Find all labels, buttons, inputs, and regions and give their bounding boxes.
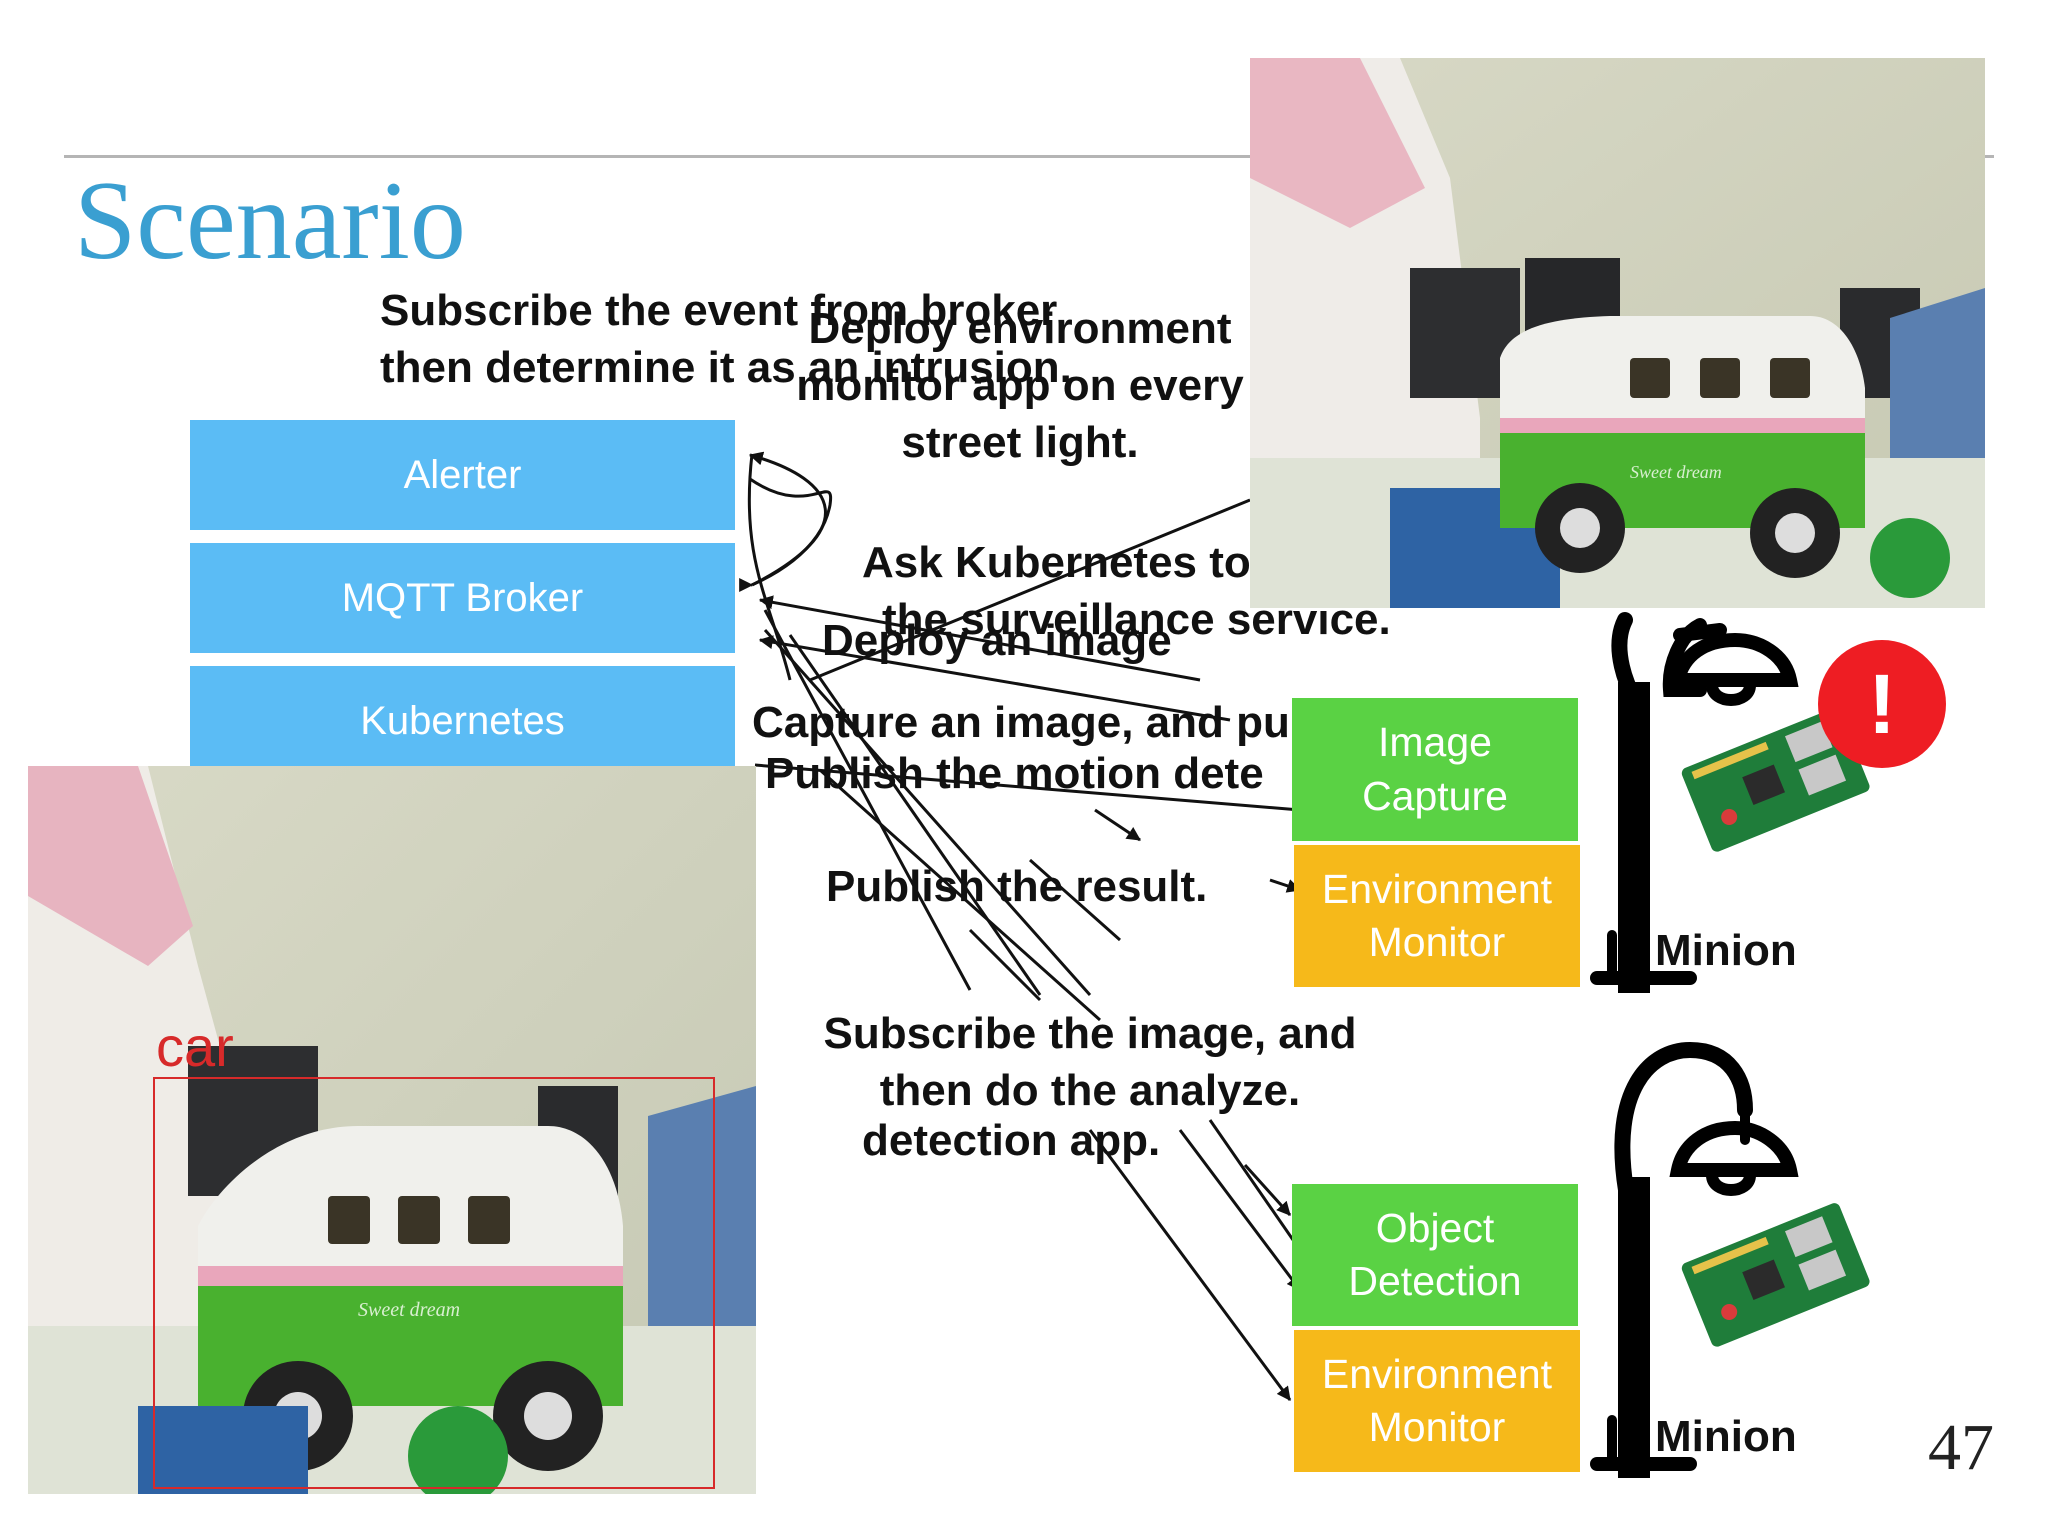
alert-icon: !: [1818, 640, 1946, 768]
arrow-to-object-1: [1178, 1129, 1302, 1291]
note-deploy-env-line1: Deploy environment: [808, 304, 1232, 353]
camera-photo-bottom: car Sweet dream: [28, 766, 756, 1494]
photo-top-van-text: Sweet dream: [1630, 462, 1722, 482]
photo-bottom-van-text: Sweet dream: [358, 1299, 460, 1321]
arrow-to-alerter: [748, 451, 827, 587]
note-deploy-env: Deploy environment monitor app on every …: [770, 300, 1270, 472]
note-subscribe-image-line1: Subscribe the image, and: [823, 1009, 1357, 1058]
camera-photo-top: Sweet dream: [1250, 58, 1985, 608]
page-title: Scenario: [74, 159, 466, 283]
note-subscribe-image: Subscribe the image, and then do the ana…: [780, 1005, 1400, 1119]
note-detection-app: detection app.: [862, 1116, 1161, 1165]
arrow-broker-down: [819, 768, 1101, 1022]
minion-top-label: Minion: [1655, 926, 1797, 975]
alerter-label: Alerter: [403, 452, 522, 497]
page-number: 47: [1928, 1411, 1994, 1484]
raspberry-pi-bottom-icon: [1681, 1203, 1870, 1347]
arrow-k8s-down-3: [788, 634, 1042, 996]
detection-bounding-box: [153, 1077, 715, 1489]
env-monitor-top-line1: Environment: [1321, 865, 1553, 912]
camera-photo-top-drawing: Sweet dream: [1250, 58, 1985, 608]
arrow-k8s-down-2: [763, 629, 1092, 996]
arrow-to-object-2: [1208, 1119, 1302, 1251]
note-publish-motion: Publish the motion dete: [765, 749, 1264, 798]
note-ask-k8s: Ask Kubernetes to the surveillance servi…: [862, 534, 1391, 648]
note-publish-result: Publish the result.: [826, 862, 1208, 911]
street-lamp-bottom-icon: [1590, 1041, 1799, 1478]
image-capture-line2: Capture: [1362, 772, 1508, 819]
title-rule: [64, 155, 1994, 158]
note-subscribe-event: Subscribe the event from broker then det…: [380, 282, 1072, 396]
arrow-motion-tick: [1094, 808, 1141, 842]
raspberry-pi-top-icon: [1681, 708, 1870, 852]
note-deploy-env-line2: monitor app on every: [796, 361, 1244, 411]
note-deploy-env-line3: street light.: [901, 418, 1139, 468]
mqtt-broker-box: MQTT Broker: [190, 543, 735, 653]
mqtt-broker-label: MQTT Broker: [341, 575, 584, 620]
arrow-ask-k8s: [758, 595, 1201, 682]
note-deploy-image: Deploy an image: [822, 616, 1172, 665]
note-subscribe-image-line2: then do the analyze.: [879, 1066, 1301, 1116]
camera-photo-bottom-drawing: car Sweet dream: [28, 766, 756, 1494]
image-capture-box: Image Capture: [1292, 698, 1578, 841]
kubernetes-box: Kubernetes: [190, 666, 735, 776]
arrow-capture-k8s: [758, 635, 1231, 722]
alert-symbol: !: [1868, 656, 1896, 751]
object-detection-box: Object Detection: [1292, 1184, 1578, 1326]
arrow-deploy-env: [809, 498, 1251, 682]
arrow-result-line-2: [968, 928, 1042, 1002]
env-monitor-bottom-line2: Monitor: [1368, 1404, 1506, 1450]
arrow-to-env-monitor-2: [1088, 1129, 1292, 1401]
kubernetes-label: Kubernetes: [360, 698, 565, 743]
alerter-box: Alerter: [190, 420, 735, 530]
note-ask-k8s-line1: Ask Kubernetes to: [862, 538, 1251, 587]
env-monitor-bottom-line1: Environment: [1321, 1350, 1553, 1397]
street-lamp-top-icon: [1590, 612, 1799, 993]
object-detection-line2: Detection: [1348, 1258, 1522, 1304]
minion-bottom-label: Minion: [1655, 1412, 1797, 1461]
arrow-to-object-3: [1243, 1163, 1292, 1217]
arrow-k8s-down-1: [763, 609, 972, 991]
note-subscribe-event-line2: then determine it as an intrusion.: [380, 343, 1072, 393]
arrow-alerter-return: [747, 453, 792, 681]
object-detection-line1: Object: [1375, 1204, 1495, 1251]
note-subscribe-event-line1: Subscribe the event from broker: [380, 286, 1058, 335]
image-capture-line1: Image: [1378, 719, 1492, 766]
env-monitor-top-line2: Monitor: [1368, 919, 1506, 965]
arrow-publish-motion: [754, 763, 1301, 812]
detection-label: car: [156, 1015, 234, 1078]
env-monitor-top-box: Environment Monitor: [1294, 845, 1580, 987]
env-monitor-bottom-box: Environment Monitor: [1294, 1330, 1580, 1472]
arrow-result-line: [1029, 858, 1121, 942]
